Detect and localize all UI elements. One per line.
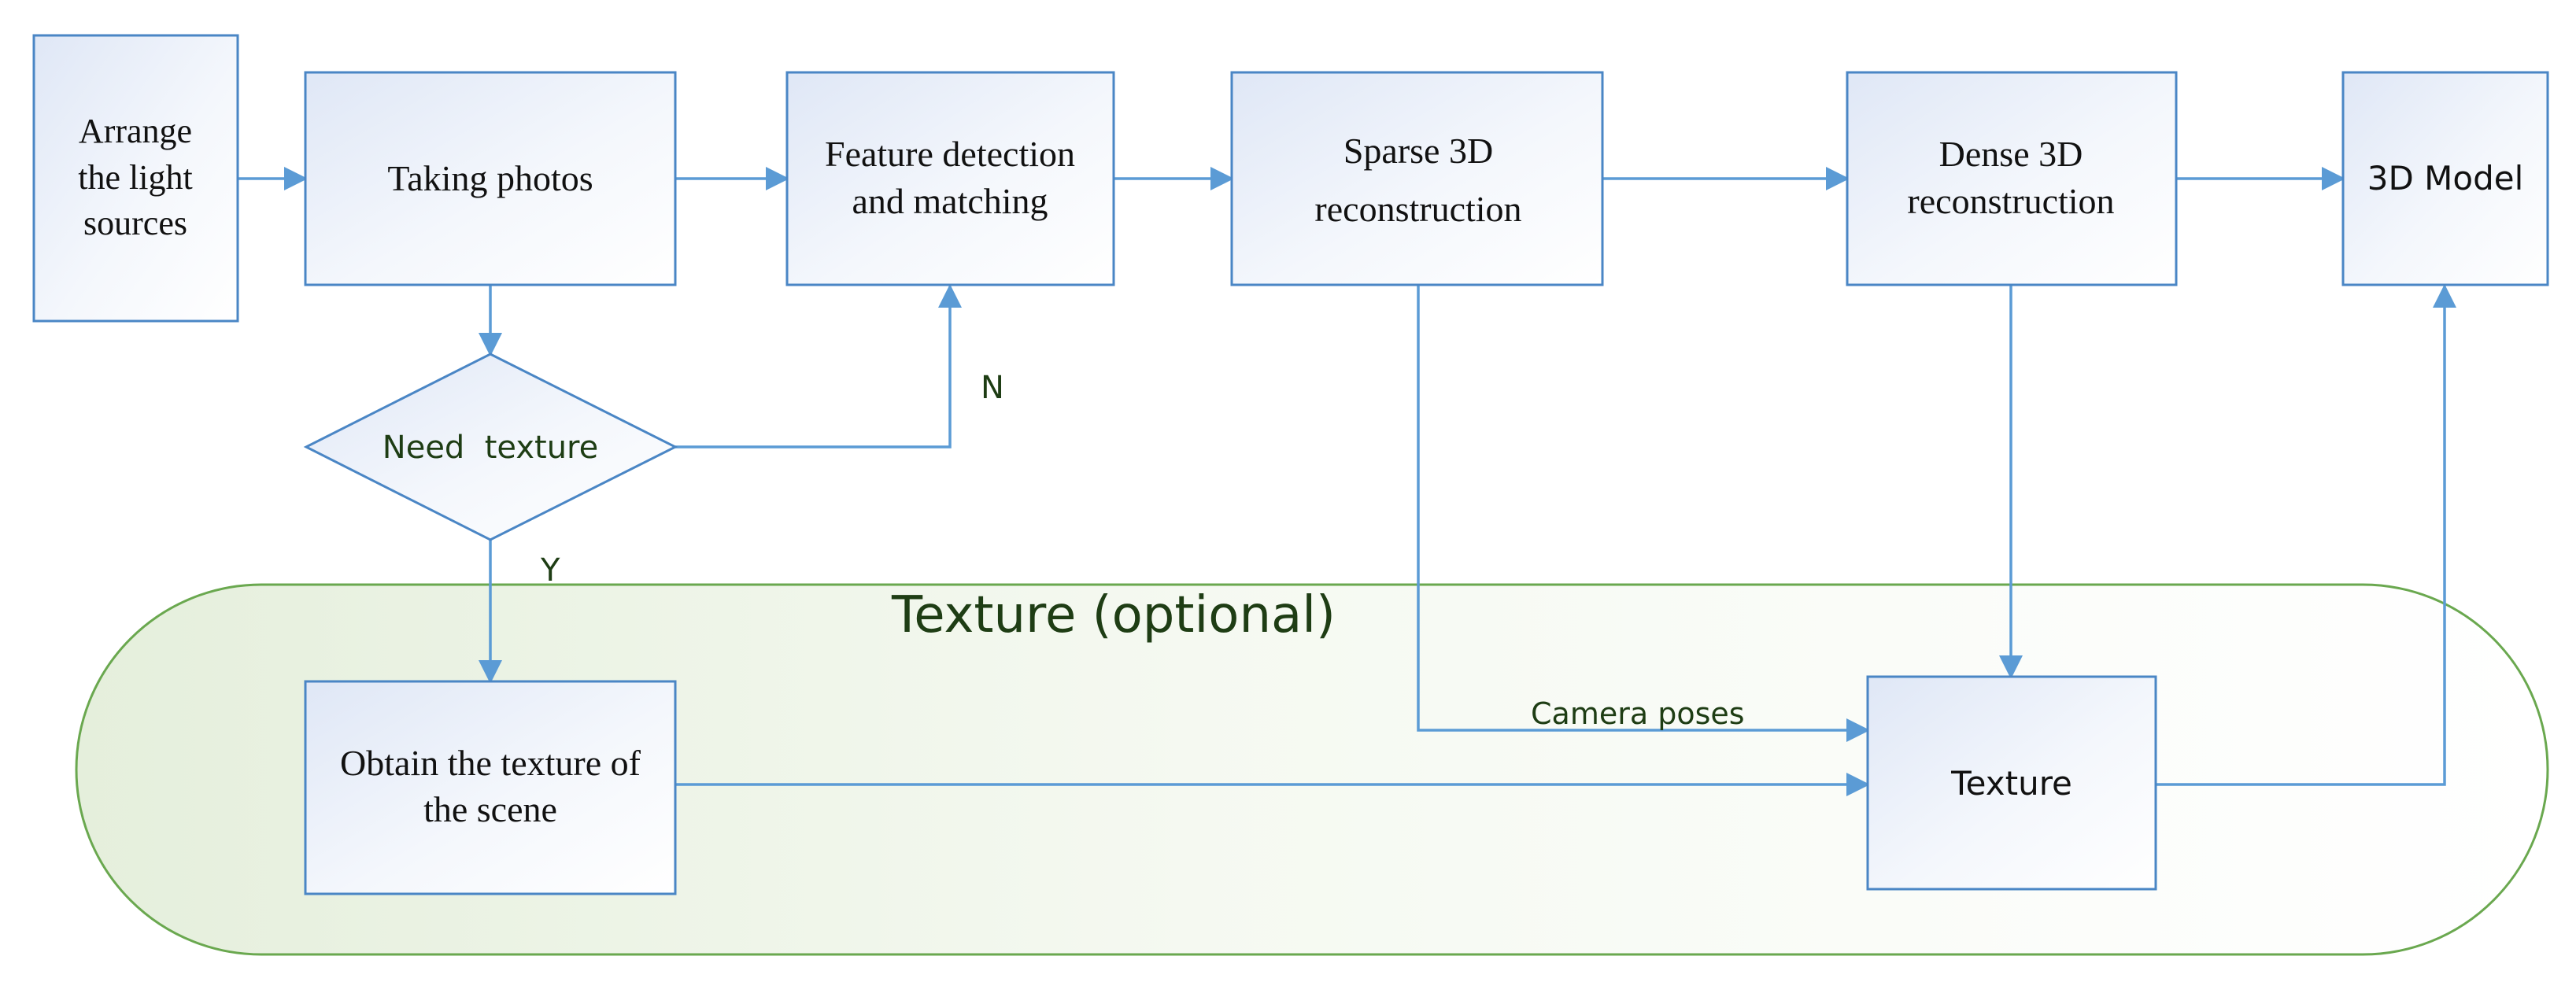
edge-label-camera-poses: Camera poses (1531, 696, 1745, 731)
connectors (238, 167, 2456, 796)
node-arrange-light-sources: Arrange the light sources (32, 34, 239, 323)
node-arrange-line-3: sources (83, 204, 187, 242)
node-arrange-line-2: the light (78, 158, 192, 197)
decision-need-texture: Need texture (303, 353, 678, 541)
node-taking-photos: Taking photos (304, 71, 677, 286)
node-feature-detection: Feature detection and matching (785, 71, 1115, 286)
arrow-texture-to-model (2156, 284, 2456, 786)
node-obtain-texture: Obtain the texture of the scene (304, 680, 677, 895)
node-sparse-line-1: Sparse 3D (1343, 131, 1493, 171)
node-taking-photos-label: Taking photos (387, 158, 593, 198)
region-title: Texture (optional) (891, 586, 1336, 644)
node-sparse-reconstruction: Sparse 3D reconstruction (1230, 71, 1604, 286)
node-texture: Texture (1866, 675, 2157, 891)
node-arrange-line-1: Arrange (79, 112, 192, 150)
node-obtain-line-1: Obtain the texture of (340, 743, 641, 783)
node-dense-reconstruction: Dense 3D reconstruction (1846, 71, 2178, 286)
arrow-decision-no-to-feature (675, 284, 962, 449)
node-feature-line-1: Feature detection (825, 134, 1075, 174)
node-3d-model: 3D Model (2341, 71, 2549, 286)
arrow-sparse-camera-poses-to-texture (1417, 285, 1870, 742)
edge-label-yes: Y (540, 552, 560, 589)
node-feature-line-2: and matching (852, 181, 1048, 221)
edge-label-no: N (981, 370, 1004, 406)
node-3d-model-label: 3D Model (2367, 159, 2524, 197)
node-obtain-line-2: the scene (423, 789, 557, 829)
node-texture-label: Texture (1950, 764, 2072, 803)
node-dense-line-1: Dense 3D (1939, 134, 2083, 174)
node-sparse-line-2: reconstruction (1314, 189, 1521, 229)
decision-need-texture-label: Need texture (383, 430, 598, 466)
node-dense-line-2: reconstruction (1907, 181, 2114, 221)
